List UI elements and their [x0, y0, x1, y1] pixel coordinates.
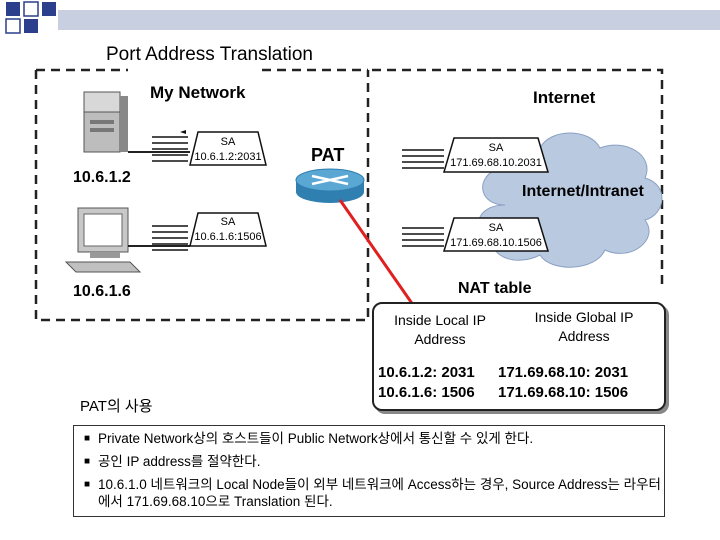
my-network-label: My Network [146, 83, 250, 103]
corner-square-4 [5, 18, 21, 34]
host2-ip: 10.6.1.6 [73, 283, 131, 300]
corner-square-5 [24, 19, 38, 33]
router-icon [295, 168, 365, 203]
packet-host1: SA 10.6.1.2:2031 [190, 135, 266, 165]
packet-translated1-header: SA [488, 142, 504, 154]
pat-usage-label: PAT의 사용 [80, 398, 153, 415]
packet-translated2-header: SA [488, 222, 504, 234]
packet-shape-3 [442, 137, 550, 173]
corner-square-2 [23, 1, 39, 17]
packet-arrow-1 [152, 130, 188, 162]
nat-table: Inside Local IP Address Inside Global IP… [372, 302, 666, 411]
packet-arrow-4 [402, 227, 444, 247]
diagram-title: Port Address Translation [106, 44, 313, 65]
bullet-icon: ■ [84, 479, 91, 490]
nat-table-title: NAT table [458, 280, 532, 297]
packet-arrow-2 [152, 225, 188, 251]
bullet-text-2: 공인 IP address를 절약한다. [98, 454, 261, 469]
list-item: ■ 10.6.1.0 네트워크의 Local Node들이 외부 네트워크에 Ac… [84, 476, 664, 510]
corner-decoration [5, 1, 720, 34]
host1-ip: 10.6.1.2 [73, 169, 131, 186]
nat-col-global: Inside Global IP Address [534, 309, 634, 344]
server-icon [83, 91, 128, 153]
bullet-text-1: Private Network상의 호스트들이 Public Network상에… [98, 431, 534, 446]
bullet-icon: ■ [84, 433, 91, 444]
nat-link [338, 199, 420, 313]
pat-label: PAT [311, 145, 345, 165]
packet-host1-address: 10.6.1.2:2031 [194, 151, 262, 163]
nat-row-2-local: 10.6.1.6: 1506 [378, 384, 475, 401]
network-diagram [34, 68, 664, 322]
nat-row-2-global: 171.69.68.10: 1506 [498, 384, 629, 401]
corner-square-1 [6, 2, 20, 16]
packet-shape-4 [442, 217, 550, 252]
nat-row-1-global: 171.69.68.10: 2031 [498, 364, 629, 381]
corner-square-3 [42, 2, 56, 16]
list-item: ■ 공인 IP address를 절약한다. [84, 453, 664, 470]
my-network-boundary [34, 70, 370, 322]
packet-host2-header: SA [220, 216, 236, 228]
packet-arrow-3 [402, 149, 444, 169]
packet-host2-address: 10.6.1.6:1506 [194, 231, 262, 243]
packet-shape-1 [189, 131, 267, 166]
nat-col-local: Inside Local IP Address [394, 312, 486, 347]
workstation-icon [64, 207, 142, 273]
bullet-icon: ■ [84, 456, 91, 467]
packet-translated2: SA 171.69.68.10.1506 [444, 221, 548, 251]
packet-host2: SA 10.6.1.6:1506 [190, 215, 266, 245]
summary-box: ■ Private Network상의 호스트들이 Public Network상… [73, 425, 665, 517]
packet-translated2-address: 171.69.68.10.1506 [450, 237, 542, 249]
list-item: ■ Private Network상의 호스트들이 Public Network상… [84, 430, 664, 447]
nat-row-1-local: 10.6.1.2: 2031 [378, 364, 475, 381]
packet-translated1-address: 171.69.68.10.2031 [450, 157, 542, 169]
internet-boundary [372, 68, 664, 290]
packet-translated1: SA 171.69.68.10.2031 [444, 141, 548, 171]
header-bar [58, 10, 720, 30]
bullet-text-3: 10.6.1.0 네트워크의 Local Node들이 외부 네트워크에 Acc… [98, 477, 661, 509]
internet-intranet-label: Internet/Intranet [522, 183, 644, 200]
packet-shape-2 [189, 212, 267, 247]
packet-host1-header: SA [220, 136, 236, 148]
internet-label: Internet [533, 88, 596, 107]
